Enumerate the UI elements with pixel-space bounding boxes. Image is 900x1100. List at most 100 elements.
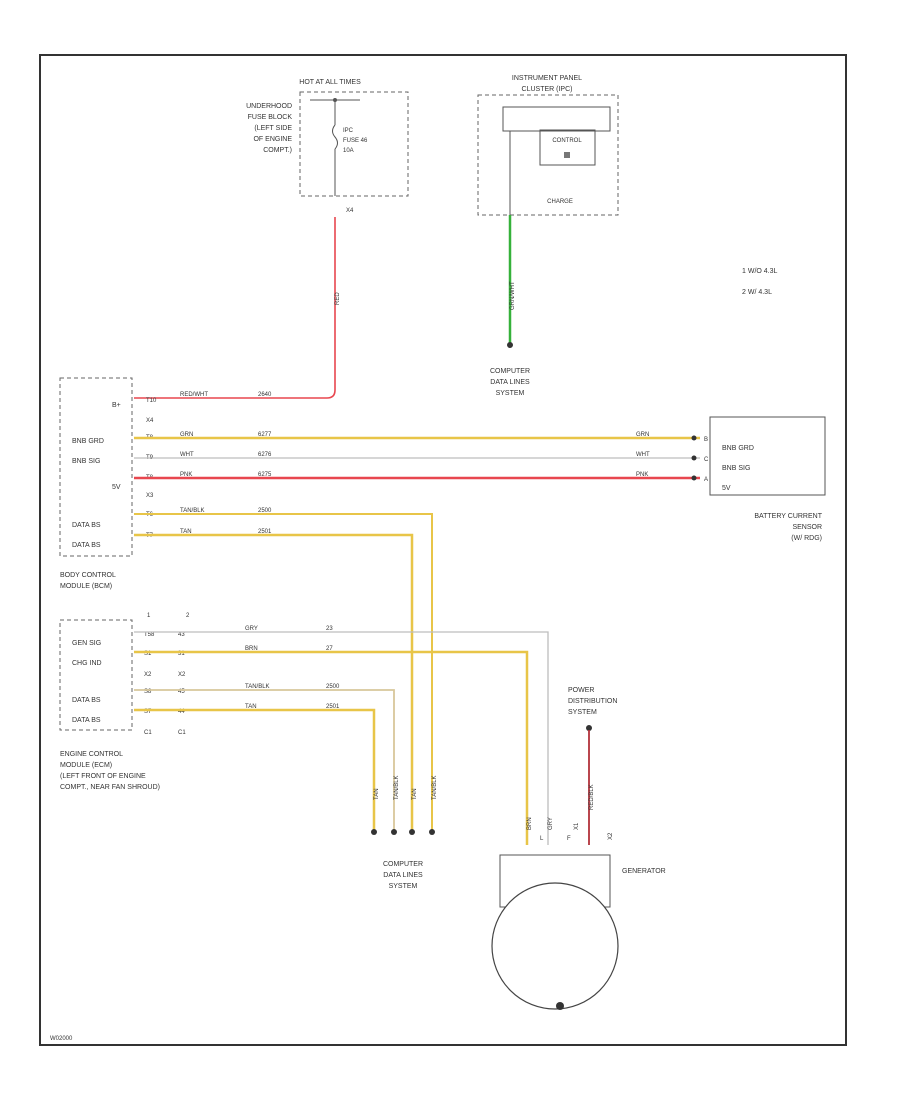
wire-grd-color-right: GRN	[636, 432, 649, 438]
ecm-c2-r2: 31	[178, 651, 185, 657]
ecm-c2-r4: 44	[178, 709, 185, 715]
pd-line-3: SYSTEM	[568, 709, 597, 716]
wire-ecm-data1-color: TAN/BLK	[245, 684, 270, 690]
svg-text:FUSE BLOCK: FUSE BLOCK	[248, 114, 293, 121]
wire-bcm-data2	[134, 533, 414, 830]
bus-dot	[333, 98, 337, 102]
fuse-block-outline	[299, 91, 409, 197]
sensor-name-2: SENSOR	[792, 524, 822, 531]
bcm-conn-x1: X4	[146, 418, 154, 424]
wire-sig-color-right: WHT	[636, 452, 650, 458]
vert-label-3: TAN	[412, 788, 418, 800]
cds-bottom-label: COMPUTER DATA LINES SYSTEM	[383, 861, 423, 890]
generator-name: GENERATOR	[622, 868, 666, 875]
wire-ecm-chg	[134, 650, 529, 845]
svg-text:DATA LINES: DATA LINES	[383, 872, 423, 879]
wire-green-label: GRN/WHT	[510, 281, 516, 310]
vert-label-4: TAN/BLK	[432, 775, 438, 800]
sensor-pin-grd: BNB GRD	[722, 445, 754, 452]
wire-sig-color: WHT	[180, 452, 194, 458]
sensor-pin-letter-b: B	[704, 437, 708, 443]
hot-at-label: HOT AT ALL TIMES	[299, 79, 361, 86]
sensor-name-3: (W/ RDG)	[791, 535, 822, 542]
sensor-outline	[709, 416, 826, 496]
bcm-pin-bplus: B+	[112, 402, 121, 409]
bcm-outline	[59, 377, 133, 557]
pd-line-1: POWER	[568, 687, 594, 694]
ipc-charge-label: CHARGE	[547, 199, 573, 205]
ecm-name-1: ENGINE CONTROL	[60, 751, 123, 758]
sensor-pin-letter-c: C	[704, 457, 709, 463]
wire-data1-circuit: 2500	[258, 508, 272, 514]
ecm-name-4: COMPT., NEAR FAN SHROUD)	[60, 784, 160, 791]
wire-red-bcm-circuit: 2640	[258, 392, 272, 398]
sensor-pin-letter-a: A	[704, 477, 708, 483]
svg-text:UNDERHOOD: UNDERHOOD	[246, 103, 292, 110]
gen-pin-f: F	[567, 836, 571, 842]
legend-item-1: 1 W/O 4.3L	[742, 268, 778, 275]
wire-red-top-label: RED	[335, 292, 341, 305]
ecm-c2-r3: 45	[178, 689, 185, 695]
ecm-name-3: (LEFT FRONT OF ENGINE	[60, 773, 146, 780]
svg-text:OF ENGINE: OF ENGINE	[253, 136, 292, 143]
wire-grd-color: GRN	[180, 432, 193, 438]
svg-text:SYSTEM: SYSTEM	[496, 390, 525, 397]
svg-text:COMPUTER: COMPUTER	[383, 861, 423, 868]
wire-grd-circuit: 6277	[258, 432, 272, 438]
ecm-c1-r4: S7	[144, 709, 152, 715]
ipc-control-label: CONTROL	[552, 138, 582, 144]
ecm-conn-c1-1: C1	[144, 730, 152, 736]
ipc-title-2: CLUSTER (IPC)	[522, 86, 573, 93]
ecm-pin-data2: DATA BS	[72, 717, 101, 724]
gen-wire-label-brn: BRN	[527, 817, 533, 830]
ecm-conn-x2-2: X2	[178, 672, 186, 678]
power-distribution: POWER DISTRIBUTION SYSTEM RED/BLK	[568, 687, 617, 845]
generator-ground	[556, 1002, 564, 1010]
ecm-col-2: 2	[186, 613, 190, 619]
wire-ecm-chg-circuit: 27	[326, 646, 333, 652]
wire-red-fuse	[134, 217, 336, 399]
bcm-pin-5v: 5V	[112, 484, 121, 491]
ecm-name-2: MODULE (ECM)	[60, 762, 112, 769]
wire-ecm-data2-color: TAN	[245, 704, 257, 710]
ecm: 1 2 GEN SIG CHG IND DATA BS DATA BS T58 …	[59, 613, 190, 791]
legend-item-2: 2 W/ 4.3L	[742, 289, 772, 296]
sensor-pin-5v: 5V	[722, 485, 731, 492]
generator: L F X1 X2 GENERATOR	[491, 822, 666, 1010]
vert-label-1: TAN	[374, 788, 380, 800]
vert-label-2: TAN/BLK	[394, 775, 400, 800]
cds-top-connector	[507, 342, 513, 348]
gen-pin-x1: X1	[574, 822, 580, 830]
wire-5v-circuit: 6275	[258, 472, 272, 478]
bcm-pin-data2: DATA BS	[72, 542, 101, 549]
sensor-pin-dot-c	[691, 455, 697, 461]
wire-ecm-data1-circuit: 2500	[326, 684, 340, 690]
ecm-conn-c1-2: C1	[178, 730, 186, 736]
wire-bcm-data1	[134, 513, 433, 830]
svg-text:COMPUTER: COMPUTER	[490, 368, 530, 375]
ecm-c1-r2: S1	[144, 651, 152, 657]
pd-connector	[586, 725, 592, 731]
diagram-frame	[39, 54, 847, 1046]
wire-ecm-gen-circuit: 23	[326, 626, 333, 632]
ecm-pin-data1: DATA BS	[72, 697, 101, 704]
svg-text:DATA LINES: DATA LINES	[490, 379, 530, 386]
svg-text:COMPT.): COMPT.)	[263, 147, 292, 154]
fuse-symbol	[332, 124, 338, 150]
ipc: INSTRUMENT PANEL CLUSTER (IPC) CONTROL C…	[477, 75, 619, 216]
wire-data2-circuit: 2501	[258, 529, 272, 535]
gen-pin-l: L	[540, 836, 544, 842]
wire-data2-color: TAN	[180, 529, 192, 535]
ipc-inner-block	[502, 106, 611, 132]
bcm: B+ X4 BNB GRD BNB SIG 5V X3 DATA BS DATA…	[59, 377, 157, 590]
svg-text:10A: 10A	[343, 148, 354, 154]
underhood-fuse-block: HOT AT ALL TIMES UNDERHOOD FUSE BLOCK (L…	[246, 79, 409, 214]
wire-5v-color-right: PNK	[636, 472, 648, 478]
sensor-pin-dot-a	[691, 475, 697, 481]
svg-text:IPC: IPC	[343, 128, 354, 134]
gen-pin-x2: X2	[608, 832, 614, 840]
sensor-pin-dot-b	[691, 435, 697, 441]
gen-wire-label-gry: GRY	[548, 817, 554, 830]
ecm-conn-x2-1: X2	[144, 672, 152, 678]
cds-bottom-dot-3	[409, 829, 415, 835]
